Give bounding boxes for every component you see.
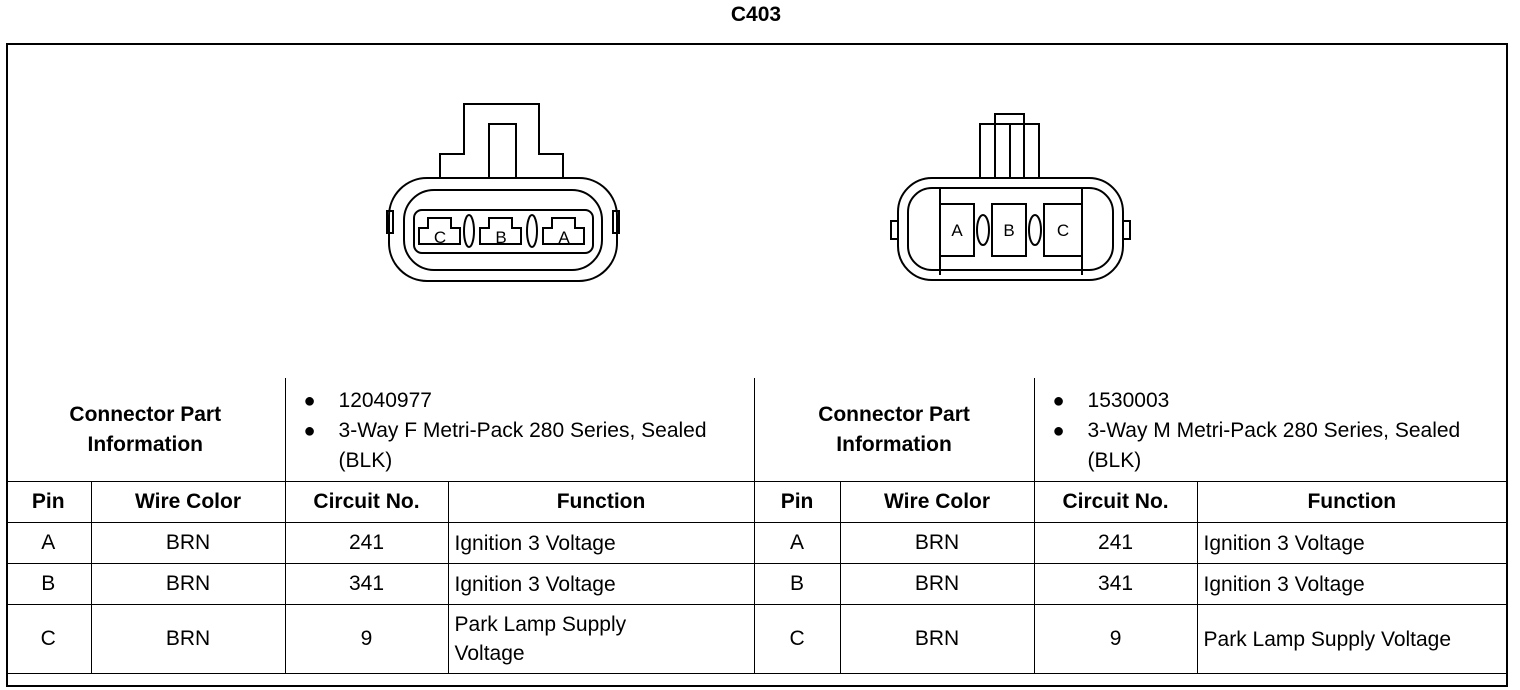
female-cavity-label: A xyxy=(558,228,570,247)
bullet-icon: ● xyxy=(1052,390,1065,412)
wire-color-cell: BRN xyxy=(839,522,1035,564)
pin-cell: B xyxy=(6,563,92,605)
circuit-cell: 9 xyxy=(284,604,449,674)
pin-header: Pin xyxy=(753,481,841,523)
male-cavity-label: C xyxy=(1057,221,1069,240)
wire-color-cell: BRN xyxy=(839,563,1035,605)
bullet-icon: ● xyxy=(303,390,316,412)
table-row: A BRN 241 Ignition 3 Voltage A BRN 241 I… xyxy=(6,522,1507,564)
wire-color-header: Wire Color xyxy=(839,481,1035,523)
circuit-cell: 341 xyxy=(284,563,449,605)
wire-color-cell: BRN xyxy=(839,604,1035,674)
function-cell: Ignition 3 Voltage xyxy=(447,522,755,564)
pinout-table: Connector Part Information ● 12040977 ● 3-… xyxy=(6,378,1507,674)
part-description: 3-Way M Metri-Pack 280 Series, Sealed (B… xyxy=(1087,419,1461,472)
connector-frame xyxy=(6,43,1508,687)
function-cell: Ignition 3 Voltage xyxy=(447,563,755,605)
connector-info-details: ● 12040977 ● 3-Way F Metri-Pack 280 Series… xyxy=(284,378,755,482)
bullet-icon: ● xyxy=(303,420,316,442)
connector-drawings: C B A A B C xyxy=(386,103,1131,282)
male-cavity-label: A xyxy=(951,221,963,240)
table-header-row: Pin Wire Color Circuit No. Function Pin … xyxy=(6,481,1507,523)
connector-info-label: Connector Part Information xyxy=(6,378,286,482)
part-number: 12040977 xyxy=(338,389,432,412)
female-connector-face xyxy=(386,103,620,282)
female-cavity-label: B xyxy=(495,228,506,247)
circuit-cell: 241 xyxy=(284,522,449,564)
connector-info-label: Connector Part Information xyxy=(753,378,1035,482)
male-connector-face xyxy=(890,113,1131,281)
pin-cell: B xyxy=(753,563,841,605)
pin-cell: A xyxy=(753,522,841,564)
connector-info-details: ● 1530003 ● 3-Way M Metri-Pack 280 Series,… xyxy=(1033,378,1507,482)
part-description: 3-Way F Metri-Pack 280 Series, Sealed (B… xyxy=(338,419,707,472)
connector-title: C403 xyxy=(730,3,782,26)
male-cavity-label: B xyxy=(1003,221,1014,240)
function-cell: Ignition 3 Voltage xyxy=(1196,563,1507,605)
connector-info-row: Connector Part Information ● 12040977 ● 3-… xyxy=(6,378,1507,482)
table-row: B BRN 341 Ignition 3 Voltage B BRN 341 I… xyxy=(6,563,1507,605)
wire-color-cell: BRN xyxy=(90,522,286,564)
function-header: Function xyxy=(447,481,755,523)
wire-color-cell: BRN xyxy=(90,563,286,605)
function-cell: Park Lamp Supply Voltage xyxy=(1196,604,1507,674)
function-cell: Ignition 3 Voltage xyxy=(1196,522,1507,564)
female-cavity-label: C xyxy=(434,228,446,247)
pin-cell: A xyxy=(6,522,92,564)
circuit-header: Circuit No. xyxy=(1033,481,1198,523)
pin-header: Pin xyxy=(6,481,92,523)
circuit-cell: 241 xyxy=(1033,522,1198,564)
pin-cell: C xyxy=(753,604,841,674)
function-header: Function xyxy=(1196,481,1507,523)
part-number: 1530003 xyxy=(1087,389,1170,412)
table-row: C BRN 9 Park Lamp Supply Voltage C BRN 9… xyxy=(6,604,1507,674)
pin-cell: C xyxy=(6,604,92,674)
wire-color-header: Wire Color xyxy=(90,481,286,523)
circuit-header: Circuit No. xyxy=(284,481,449,523)
function-cell: Park Lamp Supply Voltage xyxy=(447,604,755,674)
wire-color-cell: BRN xyxy=(90,604,286,674)
circuit-cell: 341 xyxy=(1033,563,1198,605)
bullet-icon: ● xyxy=(1052,420,1065,442)
circuit-cell: 9 xyxy=(1033,604,1198,674)
